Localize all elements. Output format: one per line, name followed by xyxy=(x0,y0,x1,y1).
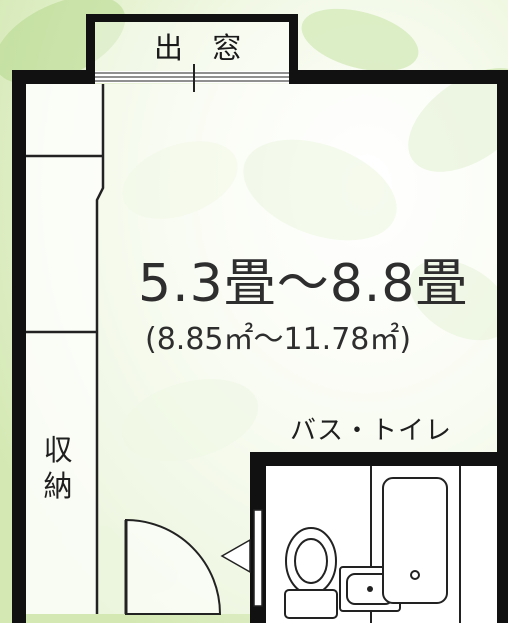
storage-closet xyxy=(26,84,105,614)
storage-label: 収納 xyxy=(43,433,73,503)
outer-walls xyxy=(12,70,508,623)
toilet xyxy=(284,527,338,619)
bay-window-alcove xyxy=(86,14,298,76)
bay-window-label: 出 窓 xyxy=(154,31,252,65)
window-sash xyxy=(95,64,289,92)
bathroom-door-marker xyxy=(220,538,251,574)
bathroom xyxy=(220,466,497,623)
area-sqm-label: (8.85㎡～11.78㎡) xyxy=(145,322,412,357)
entry-door xyxy=(124,518,222,615)
area-tatami-label: 5.3畳～8.8畳 xyxy=(138,254,469,314)
bath-toilet-label: バス・トイレ xyxy=(290,416,453,446)
bathroom-door xyxy=(253,509,263,607)
bathtub xyxy=(382,477,448,604)
